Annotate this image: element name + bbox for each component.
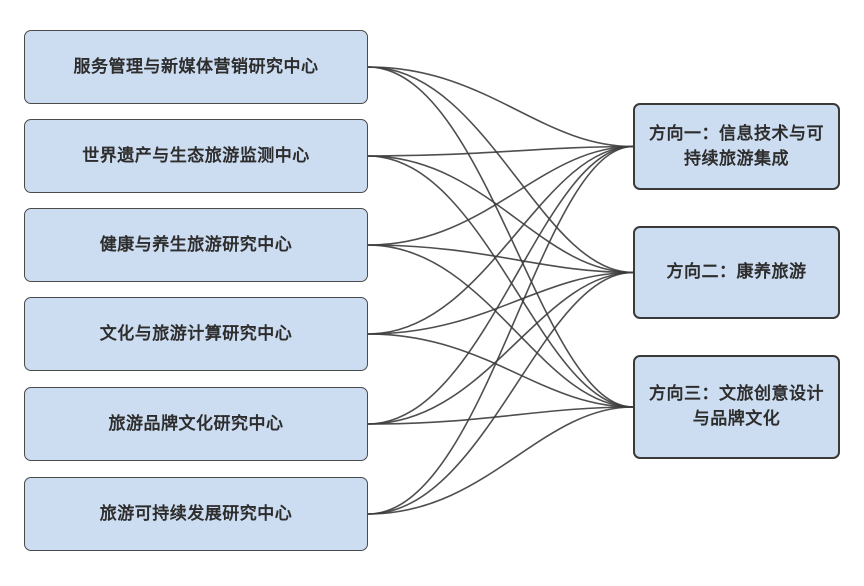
- left-node-health-wellness: 健康与养生旅游研究中心: [24, 208, 368, 282]
- right-node-label: 方向一：信息技术与可持续旅游集成: [649, 123, 824, 168]
- edge-health-wellness-to-direction-3: [367, 244, 634, 408]
- edge-service-mgmt-newmedia-to-direction-3: [367, 66, 634, 408]
- edge-service-mgmt-newmedia-to-direction-2: [367, 66, 634, 274]
- edge-health-wellness-to-direction-1: [367, 145, 634, 246]
- edge-tourism-sustainable-to-direction-2: [367, 271, 634, 515]
- edge-world-heritage-eco-to-direction-2: [367, 155, 634, 274]
- right-node-direction-1: 方向一：信息技术与可持续旅游集成: [633, 103, 840, 190]
- edge-tourism-brand-culture-to-direction-1: [367, 145, 634, 425]
- edge-tourism-brand-culture-to-direction-3: [367, 406, 634, 425]
- right-node-label: 方向三：文旅创意设计与品牌文化: [649, 384, 824, 428]
- left-node-label: 旅游可持续发展研究中心: [99, 503, 293, 523]
- edge-tourism-brand-culture-to-direction-2: [367, 271, 634, 425]
- right-node-label: 方向二：康养旅游: [666, 262, 807, 282]
- edge-health-wellness-to-direction-2: [367, 244, 634, 274]
- edge-culture-tourism-computing-to-direction-3: [367, 333, 634, 408]
- right-node-direction-2: 方向二：康养旅游: [633, 226, 840, 319]
- left-node-service-mgmt-newmedia: 服务管理与新媒体营销研究中心: [24, 30, 368, 104]
- left-node-label: 服务管理与新媒体营销研究中心: [73, 56, 319, 76]
- edge-world-heritage-eco-to-direction-1: [367, 145, 634, 157]
- left-node-label: 健康与养生旅游研究中心: [99, 234, 293, 254]
- left-node-label: 世界遗产与生态旅游监测中心: [82, 145, 310, 165]
- edge-world-heritage-eco-to-direction-3: [367, 155, 634, 408]
- right-node-direction-3: 方向三：文旅创意设计与品牌文化: [633, 355, 840, 459]
- left-node-label: 旅游品牌文化研究中心: [108, 413, 284, 433]
- left-node-culture-tourism-computing: 文化与旅游计算研究中心: [24, 297, 368, 371]
- edge-service-mgmt-newmedia-to-direction-1: [367, 66, 634, 148]
- left-node-tourism-sustainable: 旅游可持续发展研究中心: [24, 477, 368, 551]
- edge-tourism-sustainable-to-direction-1: [367, 145, 634, 515]
- edge-culture-tourism-computing-to-direction-1: [367, 145, 634, 335]
- left-node-label: 文化与旅游计算研究中心: [99, 323, 293, 343]
- edge-tourism-sustainable-to-direction-3: [367, 406, 634, 515]
- left-node-world-heritage-eco: 世界遗产与生态旅游监测中心: [24, 119, 368, 193]
- edge-culture-tourism-computing-to-direction-2: [367, 271, 634, 335]
- left-node-tourism-brand-culture: 旅游品牌文化研究中心: [24, 387, 368, 461]
